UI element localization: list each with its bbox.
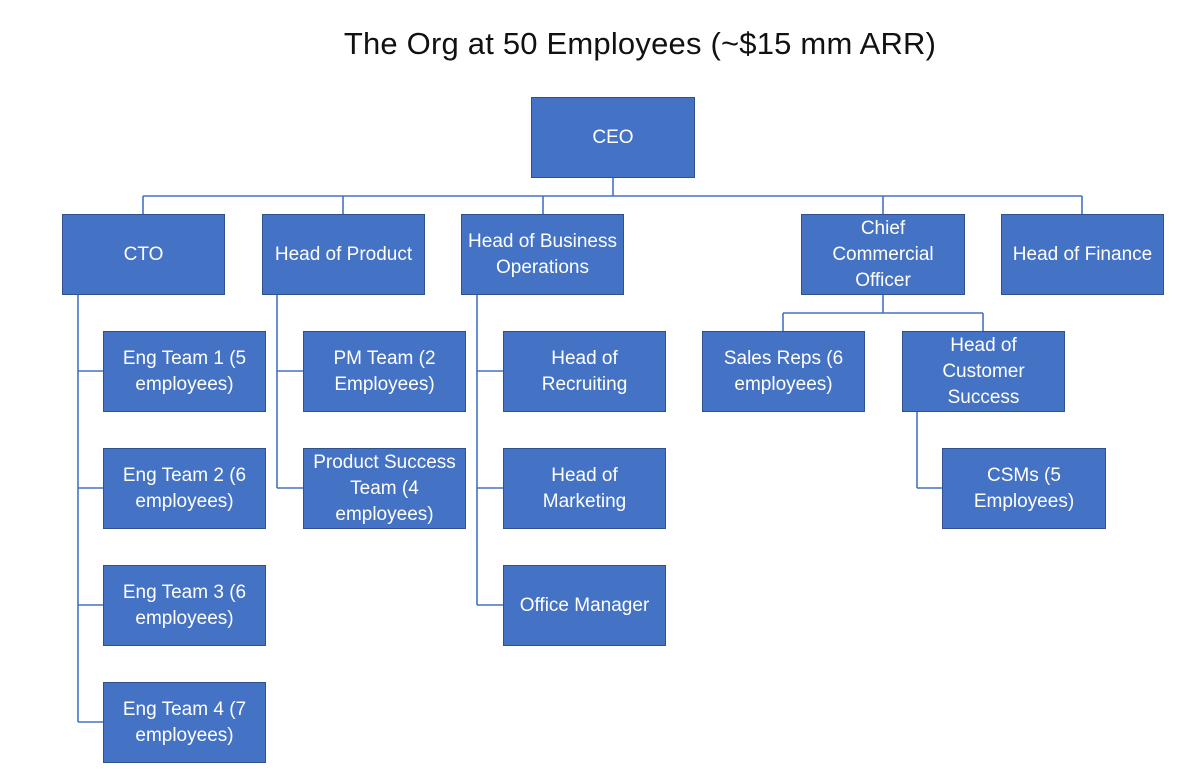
node-pm-team: PM Team (2 Employees) [303,331,466,412]
node-head-of-recruiting: Head of Recruiting [503,331,666,412]
node-eng-team-2: Eng Team 2 (6 employees) [103,448,266,529]
node-eng-team-3: Eng Team 3 (6 employees) [103,565,266,646]
node-ceo: CEO [531,97,695,178]
node-product-success-team: Product Success Team (4 employees) [303,448,466,529]
node-office-manager: Office Manager [503,565,666,646]
diagram-title: The Org at 50 Employees (~$15 mm ARR) [343,26,937,61]
node-csms: CSMs (5 Employees) [942,448,1106,529]
node-head-of-finance: Head of Finance [1001,214,1164,295]
node-head-of-business-operations: Head of Business Operations [461,214,624,295]
node-eng-team-1: Eng Team 1 (5 employees) [103,331,266,412]
node-head-of-marketing: Head of Marketing [503,448,666,529]
node-head-of-product: Head of Product [262,214,425,295]
node-eng-team-4: Eng Team 4 (7 employees) [103,682,266,763]
node-chief-commercial-officer: Chief Commercial Officer [801,214,965,295]
node-sales-reps: Sales Reps (6 employees) [702,331,865,412]
node-cto: CTO [62,214,225,295]
node-head-of-customer-success: Head of Customer Success [902,331,1065,412]
